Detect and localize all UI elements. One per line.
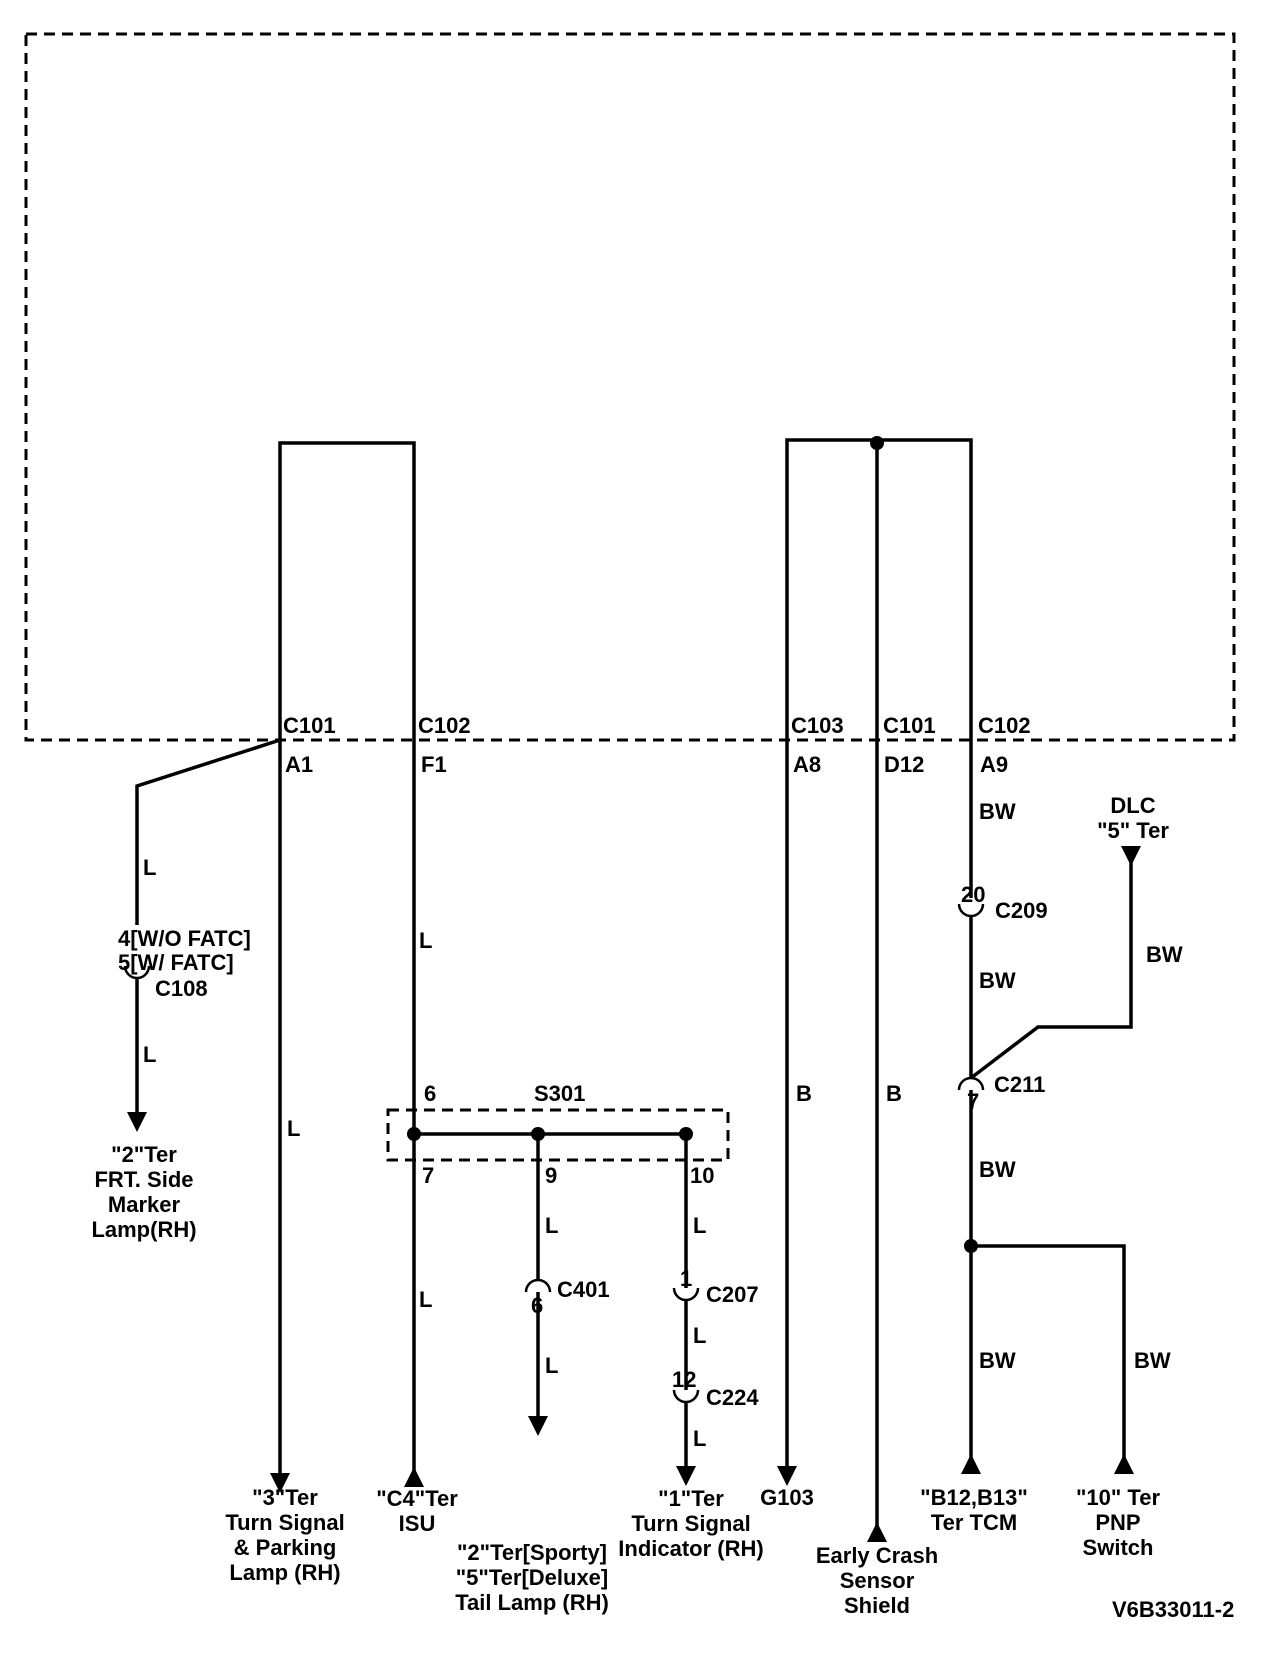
connector-label-c103: C103 <box>791 713 844 738</box>
destination-tcm-line1: "B12,B13" <box>920 1485 1028 1510</box>
arrow-up-isu <box>404 1467 424 1487</box>
destination-crash-sensor-line2: Sensor <box>840 1568 915 1593</box>
splice-node <box>407 1127 421 1141</box>
connector-c211-pin: 7 <box>967 1089 979 1114</box>
wire-color-label: L <box>545 1353 558 1378</box>
splice-pin-10: 10 <box>690 1163 714 1188</box>
wire-color-label: L <box>693 1426 706 1451</box>
figure-id: V6B33011-2 <box>1112 1597 1234 1622</box>
destination-turn-signal-indicator-line3: Indicator (RH) <box>618 1536 763 1561</box>
wire-color-label: BW <box>979 799 1016 824</box>
destination-frt-side-marker-line3: Marker <box>108 1192 181 1217</box>
wire-frt-side-marker <box>135 738 281 925</box>
connector-label-c101-d12: C101 <box>883 713 936 738</box>
destination-pnp-line3: Switch <box>1083 1535 1154 1560</box>
arrow-down-g103 <box>777 1466 797 1486</box>
destination-tail-lamp-line1: "2"Ter[Sporty] <box>457 1540 607 1565</box>
wire-color-label: L <box>693 1323 706 1348</box>
connector-c224-label: C224 <box>706 1385 759 1410</box>
connector-c207-label: C207 <box>706 1282 759 1307</box>
wire-color-label: B <box>796 1081 812 1106</box>
splice-pin-6: 6 <box>424 1081 436 1106</box>
destination-isu-line2: ISU <box>399 1511 436 1536</box>
destination-tcm-line2: Ter TCM <box>931 1510 1017 1535</box>
pin-label-a1: A1 <box>285 752 313 777</box>
wire-junction-to-pnp <box>971 1244 1126 1470</box>
wire-color-label: L <box>143 855 156 880</box>
destination-isu-line1: "C4"Ter <box>376 1486 458 1511</box>
wire-color-label: L <box>287 1116 300 1141</box>
connector-c209-pin: 20 <box>961 882 985 907</box>
arrow-up-crash-sensor <box>867 1522 887 1542</box>
arrow-up-pnp <box>1114 1454 1134 1474</box>
connector-c209-label: C209 <box>995 898 1048 923</box>
destination-turn-signal-indicator-line2: Turn Signal <box>631 1511 750 1536</box>
arrow-up-tcm <box>961 1454 981 1474</box>
wire-color-label: BW <box>979 968 1016 993</box>
destination-turn-signal-parking-line1: "3"Ter <box>252 1485 318 1510</box>
pin-label-f1: F1 <box>421 752 447 777</box>
connector-c211-label: C211 <box>994 1072 1045 1097</box>
wire-color-label: L <box>419 928 432 953</box>
dlc-label-line2: "5" Ter <box>1097 818 1169 843</box>
wire-color-label: BW <box>979 1348 1016 1373</box>
wire-color-label: BW <box>1146 942 1183 967</box>
destination-crash-sensor-line1: Early Crash <box>816 1543 938 1568</box>
internal-loop-a8-a9 <box>785 438 973 740</box>
internal-loop-a1-f1 <box>278 441 416 740</box>
connector-label-c101-a1: C101 <box>283 713 336 738</box>
connector-c401-pin: 6 <box>531 1293 543 1318</box>
wire-color-label: BW <box>979 1157 1016 1182</box>
connector-label-c102-f1: C102 <box>418 713 471 738</box>
destination-frt-side-marker-line2: FRT. Side <box>94 1167 193 1192</box>
splice-pin-9: 9 <box>545 1163 557 1188</box>
wire-color-label: L <box>143 1042 156 1067</box>
destination-turn-signal-indicator-line1: "1"Ter <box>658 1486 724 1511</box>
arrow-down-tail-lamp <box>528 1416 548 1436</box>
wire-color-label: L <box>693 1213 706 1238</box>
wire-color-label: L <box>419 1287 432 1312</box>
splice-s301-label: S301 <box>534 1081 585 1106</box>
connector-c224-pin: 12 <box>672 1367 696 1392</box>
destination-pnp-line2: PNP <box>1095 1510 1140 1535</box>
destination-crash-sensor-line3: Shield <box>844 1593 910 1618</box>
arrow-down-dlc <box>1121 846 1141 866</box>
destination-pnp-line1: "10" Ter <box>1076 1485 1160 1510</box>
arrow-down-turn-signal-parking <box>270 1473 290 1493</box>
destination-tail-lamp-line2: "5"Ter[Deluxe] <box>456 1565 609 1590</box>
destination-frt-side-marker-line4: Lamp(RH) <box>91 1217 196 1242</box>
destination-tail-lamp-line3: Tail Lamp (RH) <box>455 1590 609 1615</box>
pin-label-a9: A9 <box>980 752 1008 777</box>
pin-label-d12: D12 <box>884 752 924 777</box>
destination-frt-side-marker-line1: "2"Ter <box>111 1142 177 1167</box>
destination-turn-signal-parking-line2: Turn Signal <box>225 1510 344 1535</box>
module-outline <box>24 32 1236 742</box>
pin-label-a8: A8 <box>793 752 821 777</box>
destination-turn-signal-parking-line4: Lamp (RH) <box>229 1560 340 1585</box>
wire-color-label: B <box>886 1081 902 1106</box>
connector-c401-symbol <box>524 1278 552 1293</box>
wire-color-label: BW <box>1134 1348 1171 1373</box>
destination-g103: G103 <box>760 1485 814 1510</box>
splice-s301-box <box>386 1108 730 1162</box>
wire-c211-to-dlc <box>969 850 1133 1080</box>
arrow-down-turn-signal-indicator <box>676 1466 696 1486</box>
wire-color-label: L <box>545 1213 558 1238</box>
connector-c108-label: C108 <box>155 976 208 1001</box>
connector-c207-pin: 1 <box>680 1266 692 1291</box>
connector-c401-label: C401 <box>557 1277 610 1302</box>
connector-label-c102-a9: C102 <box>978 713 1031 738</box>
dlc-label-line1: DLC <box>1110 793 1155 818</box>
connector-c108-pin-line2: 5[W/ FATC] <box>118 950 234 975</box>
splice-pin-7: 7 <box>422 1163 434 1188</box>
connector-c108-pin-line1: 4[W/O FATC] <box>118 926 251 951</box>
internal-junction-dot <box>870 436 884 450</box>
destination-turn-signal-parking-line3: & Parking <box>234 1535 337 1560</box>
arrow-down-frt-side-marker <box>127 1112 147 1132</box>
